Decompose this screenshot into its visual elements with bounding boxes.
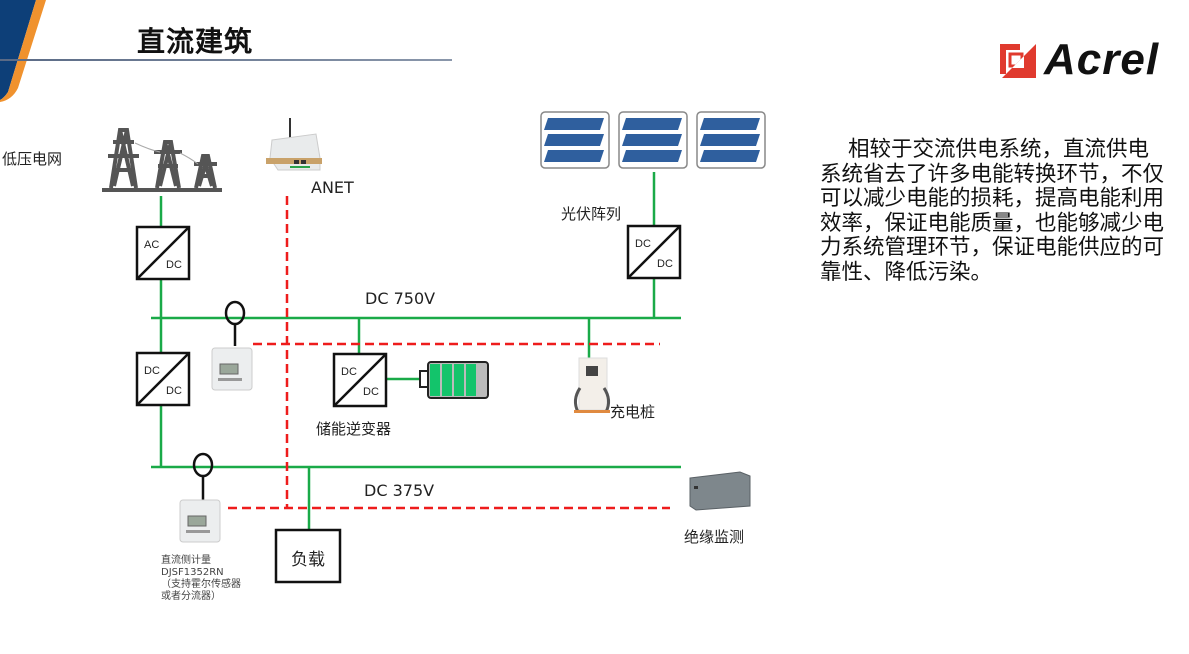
current-sensor-750-icon xyxy=(224,300,246,346)
charging-pile-icon xyxy=(573,357,611,413)
charging-pile-label: 充电桩 xyxy=(610,403,656,421)
anet-gateway-icon xyxy=(266,118,322,171)
svg-text:DC: DC xyxy=(341,366,357,378)
power-tower-icon xyxy=(102,128,222,192)
insulation-monitor-label: 绝缘监测 xyxy=(684,528,745,546)
load-box xyxy=(274,528,342,584)
svg-text:AC: AC xyxy=(144,239,159,251)
svg-text:DC: DC xyxy=(657,258,673,270)
acrel-logo: Acrel xyxy=(998,35,1160,84)
solar-panel-array-icon xyxy=(540,111,766,169)
pv-array-label: 光伏阵列 xyxy=(561,205,622,223)
svg-text:DC: DC xyxy=(363,386,379,398)
storage-inverter-label: 储能逆变器 xyxy=(316,420,392,438)
acrel-logo-icon xyxy=(1000,44,1036,78)
bus-750v-label: DC 750V xyxy=(365,289,436,308)
anet-label: ANET xyxy=(311,178,354,197)
svg-text:DC: DC xyxy=(166,259,182,271)
title-divider xyxy=(0,59,452,61)
dc-meter-375-icon xyxy=(179,499,221,543)
grid-label: 低压电网 xyxy=(2,150,63,168)
description-text: 相较于交流供电系统，直流供电系统省去了许多电能转换环节，不仅可以减少电能的损耗，… xyxy=(820,137,1165,285)
dc-building-diagram: AC DC DC DC DC DC DC DC xyxy=(102,111,766,584)
corner-decoration xyxy=(0,0,46,102)
meter-note: 直流侧计量 DJSF1352RN （支持霍尔传感器 或者分流器） xyxy=(161,555,241,602)
dc-meter-750-icon xyxy=(211,347,253,391)
insulation-monitor-icon xyxy=(689,471,751,511)
svg-text:DC: DC xyxy=(166,385,182,397)
svg-text:DC: DC xyxy=(144,365,160,377)
page-title: 直流建筑 xyxy=(137,25,254,58)
logo-text: Acrel xyxy=(1044,35,1160,84)
load-label: 负载 xyxy=(291,550,325,570)
svg-text:DC: DC xyxy=(635,238,651,250)
bus-375v-label: DC 375V xyxy=(364,481,435,500)
current-sensor-375-icon xyxy=(192,452,214,500)
battery-icon xyxy=(419,361,489,399)
